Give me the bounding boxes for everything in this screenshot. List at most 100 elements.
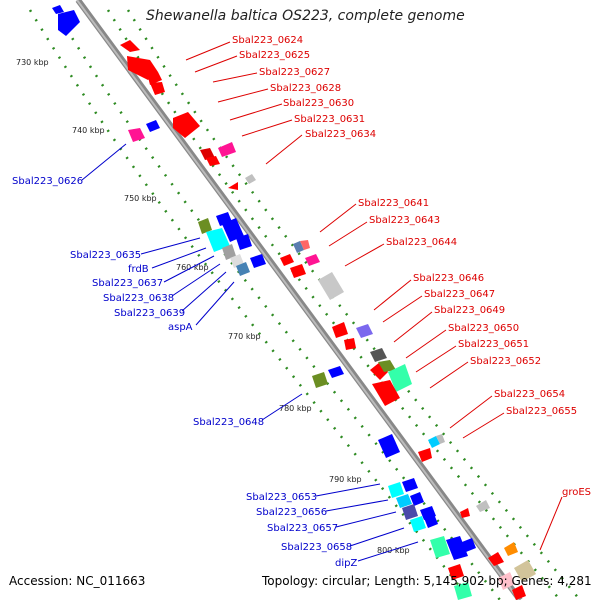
gene-arrow[interactable] (305, 254, 320, 266)
gene-arrow[interactable] (312, 372, 328, 388)
gene-arrow[interactable] (236, 262, 250, 276)
gene-label[interactable]: Sbal223_0651 (458, 339, 529, 350)
gene-arrow[interactable] (378, 360, 396, 372)
gene-arrow[interactable] (454, 582, 472, 600)
gene-label[interactable]: Sbal223_0643 (369, 215, 440, 226)
gene-arrow[interactable] (52, 5, 64, 14)
gene-arrow[interactable] (300, 240, 310, 250)
gene-arrow[interactable] (448, 564, 464, 580)
gene-label[interactable]: Sbal223_0635 (70, 250, 141, 261)
gene-arrow[interactable] (344, 338, 356, 350)
gene-arrow[interactable] (402, 478, 418, 492)
forward-label-texts: Sbal223_0624 Sbal223_0625 Sbal223_0627 S… (232, 35, 591, 498)
gene-arrow[interactable] (328, 366, 344, 378)
gene-arrow[interactable] (410, 492, 424, 506)
gene-label[interactable]: Sbal223_0657 (267, 523, 338, 534)
gene-arrow[interactable] (402, 504, 418, 520)
gene-label[interactable]: Sbal223_0637 (92, 278, 163, 289)
gene-arrow[interactable] (58, 10, 80, 36)
gene-arrow[interactable] (418, 448, 432, 462)
gene-label[interactable]: dipZ (335, 558, 357, 569)
gene-label[interactable]: Sbal223_0628 (270, 83, 341, 94)
tick-label: 800 kbp (377, 546, 410, 555)
gene-arrow[interactable] (147, 72, 162, 85)
gene-arrow[interactable] (128, 128, 145, 142)
gene-label[interactable]: Sbal223_0658 (281, 542, 352, 553)
gene-arrow[interactable] (173, 112, 200, 138)
gene-arrow[interactable] (430, 536, 450, 558)
gene-label[interactable]: Sbal223_0649 (434, 305, 505, 316)
gene-label[interactable]: Sbal223_0655 (506, 406, 577, 417)
gene-arrow[interactable] (370, 348, 387, 362)
gene-label[interactable]: Sbal223_0646 (413, 273, 484, 284)
gene-label[interactable]: groES (562, 487, 591, 498)
forward-strand-genes (120, 40, 536, 600)
gene-label[interactable]: frdB (128, 264, 149, 275)
gene-arrow[interactable] (514, 560, 536, 582)
gene-label[interactable]: Sbal223_0648 (193, 417, 264, 428)
gene-label[interactable]: Sbal223_0625 (239, 50, 310, 61)
reverse-labels (81, 143, 419, 562)
gene-label[interactable]: Sbal223_0652 (470, 356, 541, 367)
gene-arrow[interactable] (460, 508, 470, 518)
gene-label[interactable]: Sbal223_0644 (386, 237, 457, 248)
gene-arrow[interactable] (462, 538, 476, 552)
gene-arrow[interactable] (280, 254, 294, 266)
gene-arrow[interactable] (198, 218, 212, 234)
gene-arrow[interactable] (228, 182, 238, 190)
gene-arrow[interactable] (250, 254, 266, 268)
gene-arrow[interactable] (476, 500, 490, 512)
gene-arrow[interactable] (222, 218, 244, 242)
genome-title: Shewanella baltica OS223, complete genom… (146, 8, 465, 24)
gene-label[interactable]: Sbal223_0654 (494, 389, 565, 400)
tick-label: 780 kbp (279, 404, 312, 413)
gene-arrow[interactable] (488, 552, 504, 566)
gene-label[interactable]: Sbal223_0631 (294, 114, 365, 125)
gene-arrow[interactable] (396, 494, 412, 508)
gene-arrow[interactable] (150, 82, 165, 95)
gene-label[interactable]: Sbal223_0653 (246, 492, 317, 503)
gene-arrow[interactable] (428, 436, 440, 448)
gene-arrow[interactable] (146, 120, 160, 132)
gene-label[interactable]: Sbal223_0639 (114, 308, 185, 319)
gene-label[interactable]: aspA (168, 322, 193, 333)
gene-arrow[interactable] (245, 174, 256, 184)
gene-arrow[interactable] (218, 142, 236, 157)
gene-arrow[interactable] (498, 572, 515, 590)
gene-arrow[interactable] (504, 542, 518, 556)
gene-label[interactable]: Sbal223_0641 (358, 198, 429, 209)
tick-label: 770 kbp (228, 332, 261, 341)
gene-label[interactable]: Sbal223_0627 (259, 67, 330, 78)
gene-label[interactable]: Sbal223_0634 (305, 129, 376, 140)
gene-arrow[interactable] (388, 364, 412, 392)
gene-label[interactable]: Sbal223_0626 (12, 176, 83, 187)
gene-label[interactable]: Sbal223_0624 (232, 35, 303, 46)
gene-arrow[interactable] (293, 241, 304, 253)
gene-arrow[interactable] (332, 322, 348, 338)
gene-label[interactable]: Sbal223_0656 (256, 507, 327, 518)
gene-arrow[interactable] (206, 228, 230, 252)
tick-label: 730 kbp (16, 58, 49, 67)
gene-arrow[interactable] (236, 234, 252, 250)
tick-label: 790 kbp (329, 475, 362, 484)
gene-label[interactable]: Sbal223_0650 (448, 323, 519, 334)
gene-arrow[interactable] (318, 272, 344, 300)
gene-label[interactable]: Sbal223_0630 (283, 98, 354, 109)
gene-arrow[interactable] (436, 434, 445, 444)
gene-arrow[interactable] (356, 324, 373, 338)
gene-arrow[interactable] (378, 434, 400, 458)
gene-arrow[interactable] (290, 264, 306, 278)
gene-arrow[interactable] (388, 482, 404, 498)
gene-label[interactable]: Sbal223_0638 (103, 293, 174, 304)
gene-arrow[interactable] (222, 244, 236, 260)
gene-arrow[interactable] (424, 514, 438, 528)
gene-arrow[interactable] (512, 585, 526, 600)
gene-arrow[interactable] (372, 380, 400, 406)
gene-label[interactable]: Sbal223_0647 (424, 289, 495, 300)
gene-arrow[interactable] (120, 40, 140, 52)
gene-arrow[interactable] (206, 156, 220, 166)
gene-arrow[interactable] (446, 536, 468, 560)
reverse-label-texts: Sbal223_0626 Sbal223_0635 frdB Sbal223_0… (12, 176, 357, 569)
gene-arrow[interactable] (410, 516, 426, 532)
